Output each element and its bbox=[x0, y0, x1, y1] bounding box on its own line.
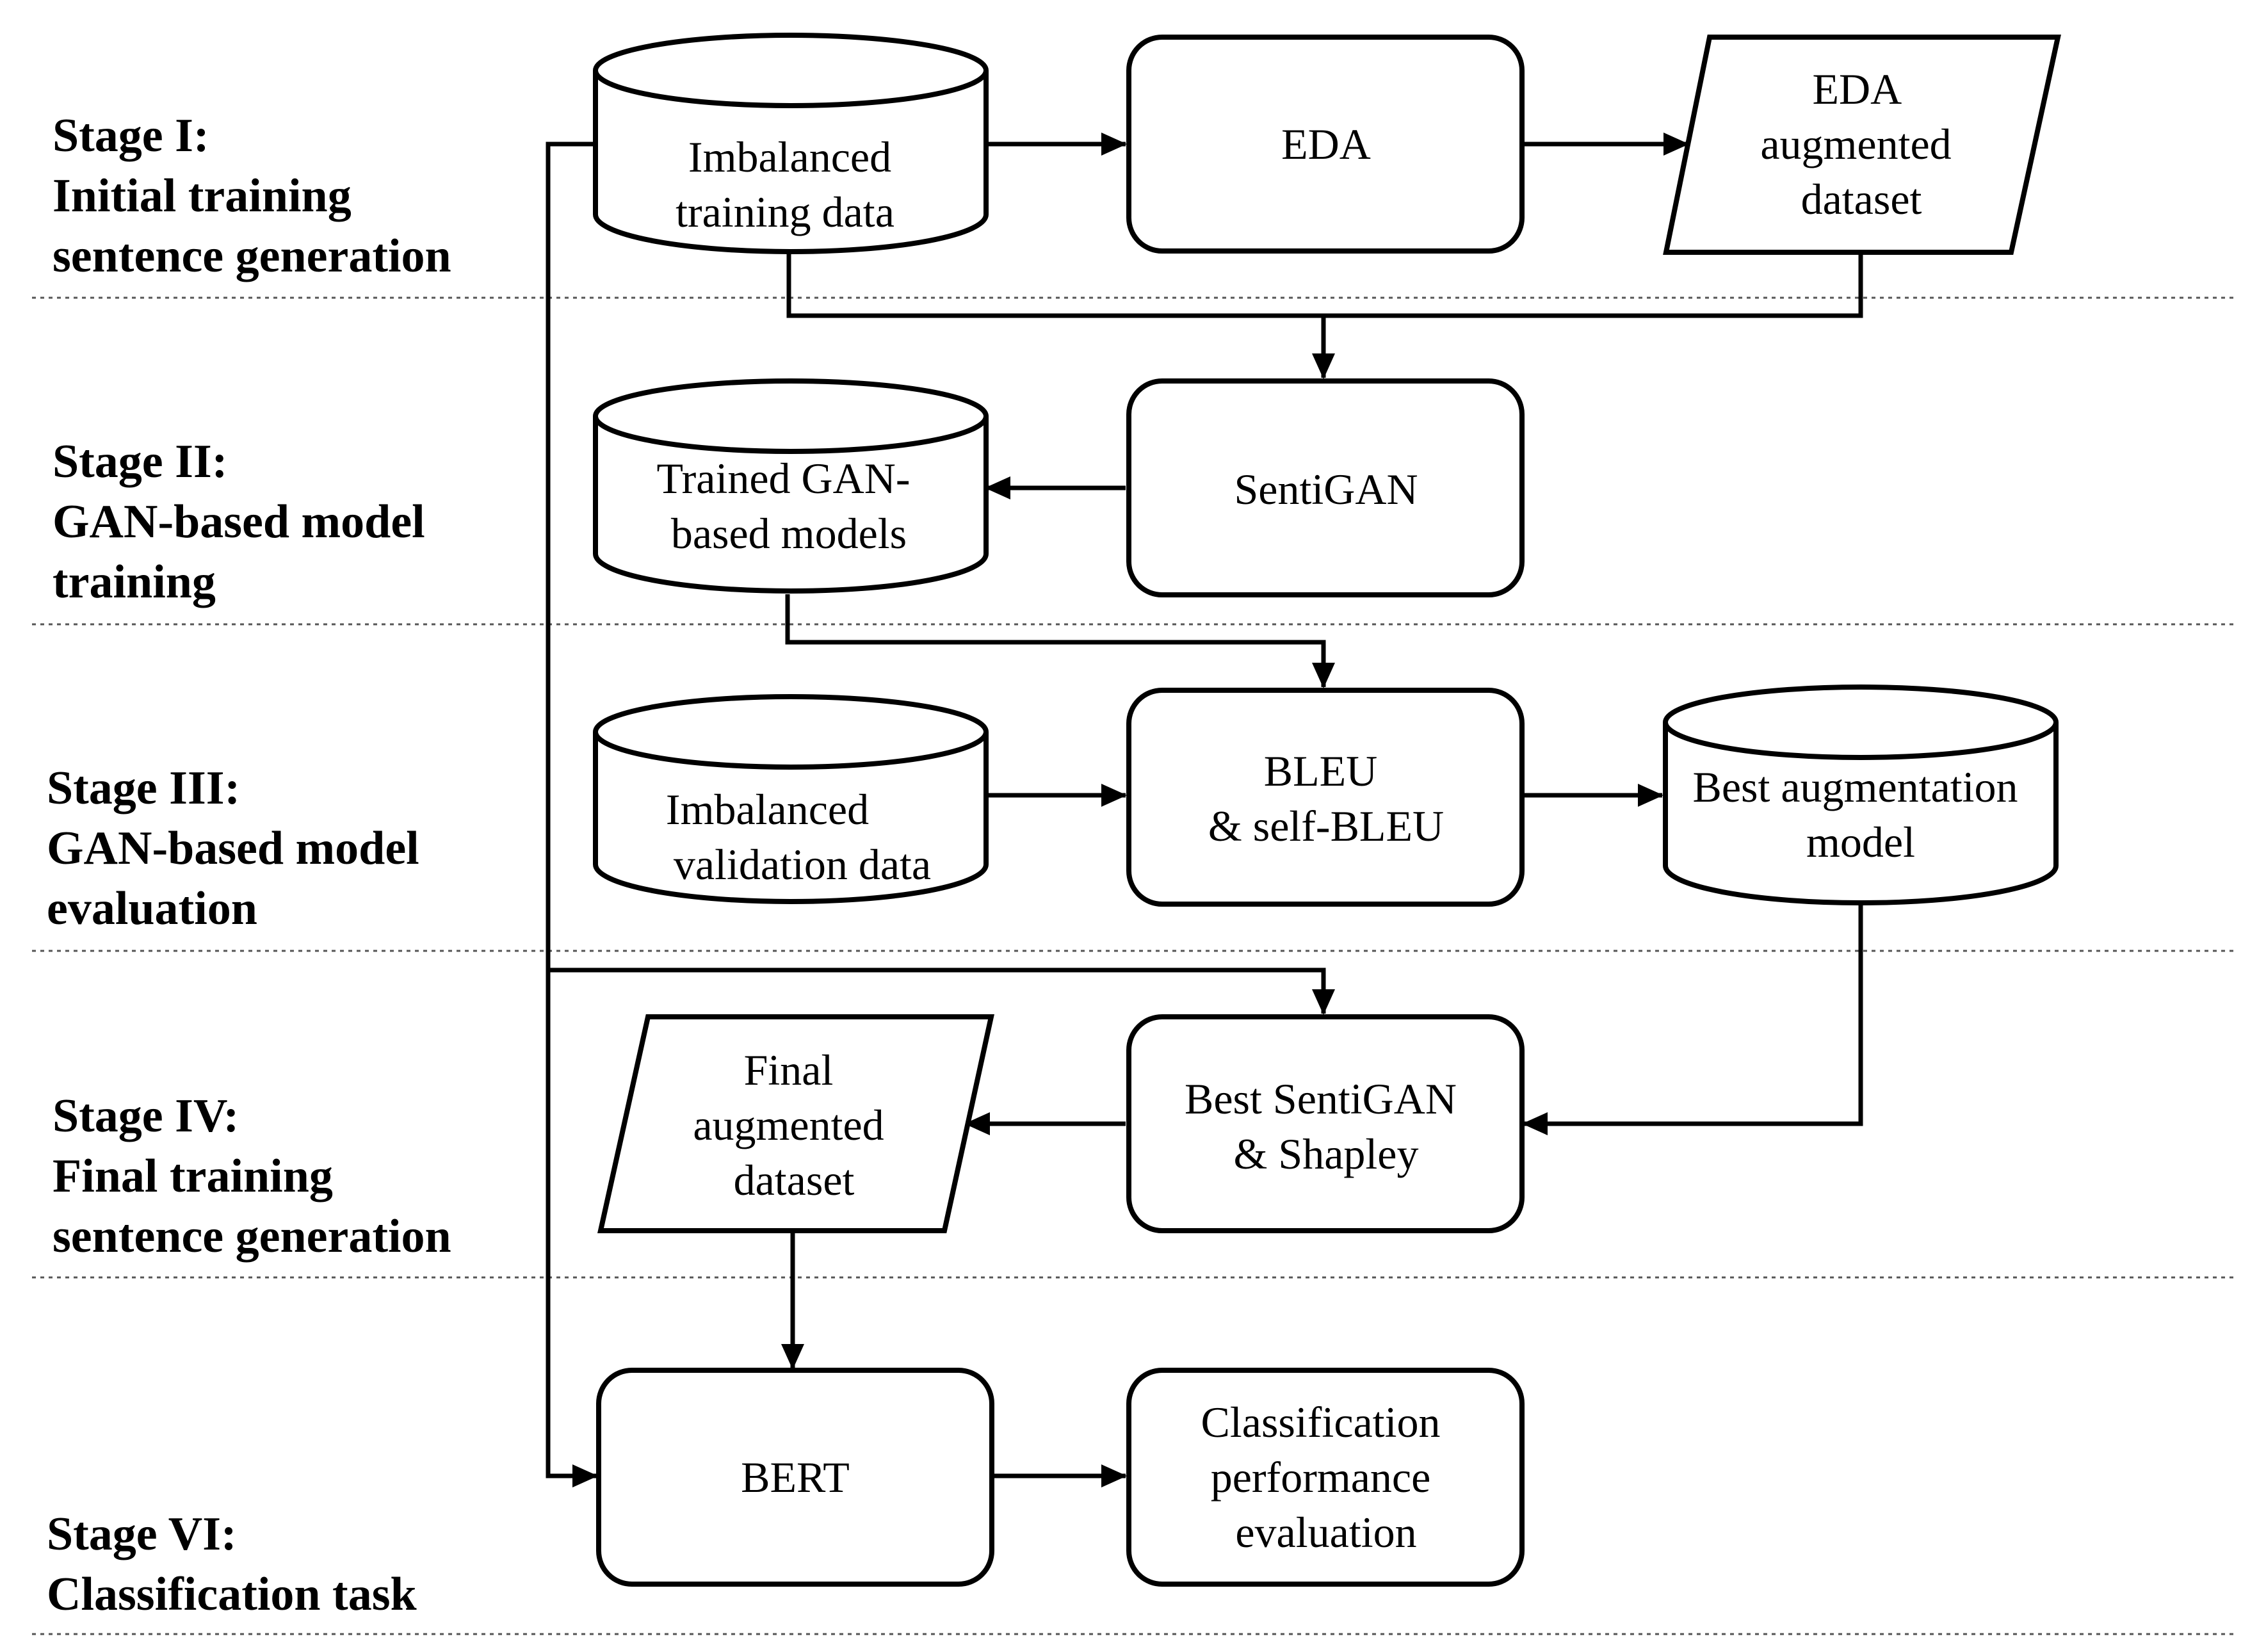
best-augmentation-model-label: Best augmentation model bbox=[1692, 763, 2028, 866]
eda-label: EDA bbox=[1281, 120, 1371, 168]
edge-best-model-to-shapley bbox=[1522, 904, 1863, 1135]
edge-trained-models-to-bleu bbox=[785, 594, 1335, 688]
edge-training-to-merge bbox=[786, 253, 1863, 318]
imbalanced-training-data-label: Imbalanced training data bbox=[676, 133, 902, 236]
final-augmented-dataset-parallelogram: Final augmented dataset bbox=[597, 1014, 994, 1233]
cylinder-top bbox=[1663, 684, 2059, 760]
best-augmentation-model-cylinder: Best augmentation model bbox=[1663, 684, 2059, 905]
stage-labels: Stage I: Initial training sentence gener… bbox=[47, 109, 451, 1621]
imbalanced-training-data-cylinder: Imbalanced training data bbox=[593, 33, 989, 254]
edge-training-bypass-vertical bbox=[546, 142, 598, 1487]
stage-3-label: Stage III: GAN-based model evaluation bbox=[47, 762, 431, 935]
stage-dividers bbox=[32, 296, 2237, 1635]
imbalanced-validation-data-cylinder: Imbalanced validation data bbox=[593, 694, 989, 904]
cylinder-top bbox=[593, 694, 989, 770]
bleu-label: BLEU & self-BLEU bbox=[1208, 747, 1444, 850]
edge-training-bypass-to-shapley bbox=[548, 968, 1335, 1015]
final-augmented-dataset-shape bbox=[597, 1014, 994, 1233]
eda-box bbox=[1126, 35, 1525, 254]
cylinder-top bbox=[593, 33, 989, 108]
connectors bbox=[546, 133, 1863, 1487]
eda-augmented-dataset-parallelogram: EDA augmented dataset bbox=[1663, 35, 2061, 255]
cylinder-body bbox=[593, 416, 989, 594]
classification-evaluation-box bbox=[1126, 1368, 1525, 1587]
bert-box bbox=[596, 1368, 994, 1587]
trained-gan-models-cylinder: Trained GAN- based models bbox=[593, 378, 989, 594]
eda-process-box: EDA bbox=[1126, 35, 1525, 254]
sentigan-box bbox=[1126, 378, 1525, 597]
classification-evaluation-process-box: Classification performance evaluation bbox=[1126, 1368, 1525, 1587]
trained-gan-models-label: Trained GAN- based models bbox=[656, 454, 921, 558]
bleu-box bbox=[1126, 688, 1525, 907]
bleu-process-box: BLEU & self-BLEU bbox=[1126, 688, 1525, 907]
cylinder-body bbox=[593, 70, 989, 254]
cylinder-body bbox=[593, 732, 989, 904]
sentigan-process-box: SentiGAN bbox=[1126, 378, 1525, 597]
stage-4-label: Stage IV: Final training sentence genera… bbox=[53, 1090, 451, 1263]
bert-process-box: BERT bbox=[596, 1368, 994, 1587]
eda-augmented-dataset-label: EDA augmented dataset bbox=[1760, 65, 1962, 223]
best-sentigan-shapley-process-box: Best SentiGAN & Shapley bbox=[1126, 1014, 1525, 1233]
nodes: Imbalanced training data EDA EDA augment… bbox=[593, 33, 2061, 1587]
stage-1-label: Stage I: Initial training sentence gener… bbox=[53, 109, 451, 282]
stage-6-label: Stage VI: Classification task bbox=[47, 1508, 417, 1621]
eda-augmented-dataset-shape bbox=[1663, 35, 2061, 255]
best-sentigan-shapley-label: Best SentiGAN & Shapley bbox=[1185, 1074, 1468, 1178]
final-augmented-dataset-label: Final augmented dataset bbox=[693, 1046, 894, 1204]
cylinder-top bbox=[593, 378, 989, 454]
cylinder-body bbox=[1663, 722, 2059, 905]
bert-label: BERT bbox=[741, 1453, 850, 1502]
classification-evaluation-label: Classification performance evaluation bbox=[1201, 1398, 1452, 1557]
imbalanced-validation-data-label: Imbalanced validation data bbox=[666, 785, 931, 889]
stage-2-label: Stage II: GAN-based model training bbox=[53, 435, 437, 608]
best-sentigan-shapley-box bbox=[1126, 1014, 1525, 1233]
sentigan-label: SentiGAN bbox=[1234, 465, 1418, 514]
